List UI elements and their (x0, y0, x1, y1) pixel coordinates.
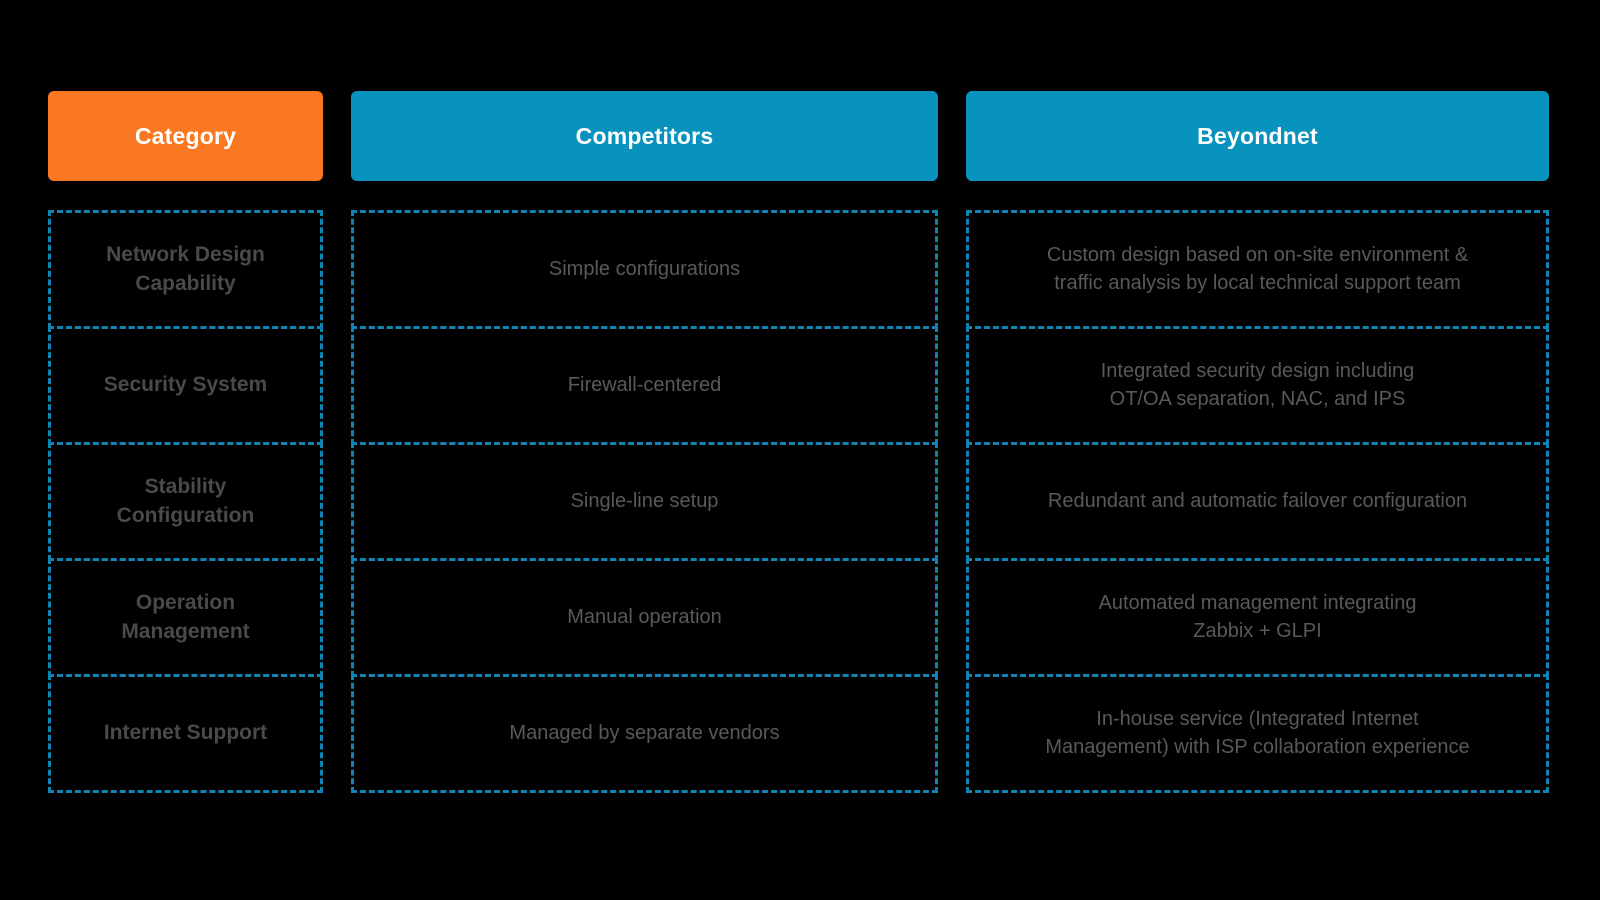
competitors-header: Competitors (351, 91, 938, 181)
category-cell-operation-management: Operation Management (48, 558, 323, 677)
beyondnet-cell-internet-support: In-house service (Integrated Internet Ma… (966, 674, 1549, 793)
column-competitors: Competitors Simple configurations Firewa… (351, 91, 938, 793)
beyondnet-cell-security-system: Integrated security design including OT/… (966, 326, 1549, 445)
beyondnet-cells: Custom design based on on-site environme… (966, 210, 1549, 793)
beyondnet-cell-operation-management: Automated management integrating Zabbix … (966, 558, 1549, 677)
competitors-cell-security-system: Firewall-centered (351, 326, 938, 445)
comparison-table: Category Network Design Capability Secur… (48, 91, 1549, 793)
competitors-cell-stability-configuration: Single-line setup (351, 442, 938, 561)
column-category: Category Network Design Capability Secur… (48, 91, 323, 793)
category-cell-network-design: Network Design Capability (48, 210, 323, 329)
competitors-cell-operation-management: Manual operation (351, 558, 938, 677)
beyondnet-header: Beyondnet (966, 91, 1549, 181)
column-beyondnet: Beyondnet Custom design based on on-site… (966, 91, 1549, 793)
beyondnet-cell-stability-configuration: Redundant and automatic failover configu… (966, 442, 1549, 561)
competitors-cell-network-design: Simple configurations (351, 210, 938, 329)
category-header: Category (48, 91, 323, 181)
competitors-cell-internet-support: Managed by separate vendors (351, 674, 938, 793)
category-cell-internet-support: Internet Support (48, 674, 323, 793)
category-cell-security-system: Security System (48, 326, 323, 445)
competitors-cells: Simple configurations Firewall-centered … (351, 210, 938, 793)
category-cell-stability-configuration: Stability Configuration (48, 442, 323, 561)
beyondnet-cell-network-design: Custom design based on on-site environme… (966, 210, 1549, 329)
category-cells: Network Design Capability Security Syste… (48, 210, 323, 793)
